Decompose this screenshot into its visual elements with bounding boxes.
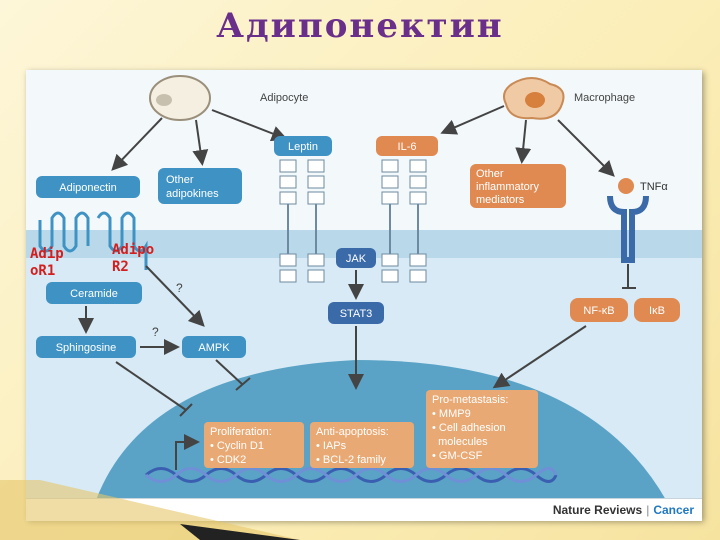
credit-section: Cancer (653, 503, 694, 517)
tnf-receptor (607, 195, 649, 263)
ceramide-label: Ceramide (70, 288, 118, 300)
adipocyte-label: Adipocyte (260, 92, 308, 104)
arrow-macrophage-tnf (557, 119, 615, 177)
proliferation-box (204, 422, 304, 468)
anti-apoptosis-item2: • BCL-2 family (316, 454, 386, 466)
il6-receptors (381, 159, 427, 283)
ampk-label: AMPK (198, 342, 230, 354)
ikb-node (634, 298, 680, 322)
adipor1-label: Adip oR1 (30, 246, 64, 279)
other-mediators-node (470, 164, 566, 208)
proliferation-item2: • CDK2 (210, 454, 246, 466)
leptin-label: Leptin (288, 141, 318, 153)
nfkb-node (570, 298, 628, 322)
other-mediators-line3: mediators (476, 194, 525, 206)
stat3-label: STAT3 (340, 308, 373, 320)
credit-separator: | (646, 503, 650, 517)
decorative-ribbon (0, 480, 300, 540)
question-mark-1: ? (176, 281, 183, 295)
ampk-node (182, 336, 246, 358)
proliferation-item1: • Cyclin D1 (210, 440, 264, 452)
other-adipokines-line2: adipokines (166, 188, 219, 200)
nfkb-label: NF-κB (583, 305, 614, 317)
arrow-adipocyte-adiponectin (111, 117, 163, 171)
sphingosine-node (36, 336, 136, 358)
pro-metastasis-title: Pro-metastasis: (432, 394, 508, 406)
credit-text: Nature Reviews|Cancer (553, 503, 694, 517)
slide-title: Адипонектин (216, 6, 504, 46)
inhibit-ampk-bar (235, 377, 251, 391)
anti-apoptosis-item1: • IAPs (316, 440, 347, 452)
arrow-receptor-ampk (145, 265, 205, 327)
other-mediators-line1: Other (476, 168, 504, 180)
inhibit-sphingosine-bar (179, 403, 193, 417)
adipor2-label: Adipo R2 (112, 242, 155, 275)
inhibit-sphingosine-nucleus (115, 361, 187, 411)
dna-helix (145, 467, 558, 483)
pro-metastasis-item1: • MMP9 (432, 408, 471, 420)
question-mark-2: ? (152, 325, 159, 339)
arrow-macrophage-mediators (515, 119, 532, 164)
sphingosine-label: Sphingosine (56, 342, 117, 354)
credit-journal: Nature Reviews (552, 503, 643, 517)
tnf-ligand (618, 178, 634, 194)
il6-receptor-stems (389, 204, 419, 254)
arrow-nfkb-nucleus (492, 325, 587, 389)
pro-metastasis-item3: • GM-CSF (432, 450, 483, 462)
arrow-adipocyte-leptin (211, 109, 288, 142)
leptin-node (274, 136, 332, 156)
adipocyte-cell (149, 75, 211, 121)
arrow-adipocyte-adipokines (192, 119, 209, 166)
ikb-label: IκB (649, 305, 665, 317)
adiponectin-node (36, 176, 140, 198)
il6-node (376, 136, 438, 156)
il6-label: IL-6 (398, 141, 417, 153)
other-adipokines-line1: Other (166, 174, 194, 186)
leptin-receptor-stems (287, 204, 317, 254)
anti-apoptosis-box (310, 422, 414, 468)
macrophage-label: Macrophage (574, 92, 635, 104)
pathway-figure: Adipocyte Macrophage Leptin IL-6 Adipone… (26, 70, 702, 521)
figure-credit: Nature Reviews|Cancer (26, 498, 702, 521)
pro-metastasis-box (426, 390, 538, 468)
macrophage-cell (503, 77, 565, 120)
ceramide-node (46, 282, 142, 304)
other-adipokines-node (158, 168, 242, 204)
inhibit-ampk-nucleus (215, 359, 243, 385)
anti-apoptosis-title: Anti-apoptosis: (316, 426, 389, 438)
pathway-diagram: Adipocyte Macrophage Leptin IL-6 Adipone… (26, 75, 702, 500)
adiponectin-label: Adiponectin (59, 182, 117, 194)
stat3-node (328, 302, 384, 324)
pro-metastasis-item2b: molecules (432, 436, 488, 448)
arrow-macrophage-il6 (440, 105, 505, 135)
tnf-label: TNFα (640, 181, 668, 193)
other-mediators-line2: inflammatory (476, 181, 539, 193)
pro-metastasis-item2: • Cell adhesion (432, 422, 506, 434)
jak-label: JAK (346, 253, 367, 265)
adiponectin-receptors (38, 211, 148, 270)
jak-node (336, 248, 376, 268)
transcription-arrow (175, 434, 200, 470)
proliferation-title: Proliferation: (210, 426, 272, 438)
